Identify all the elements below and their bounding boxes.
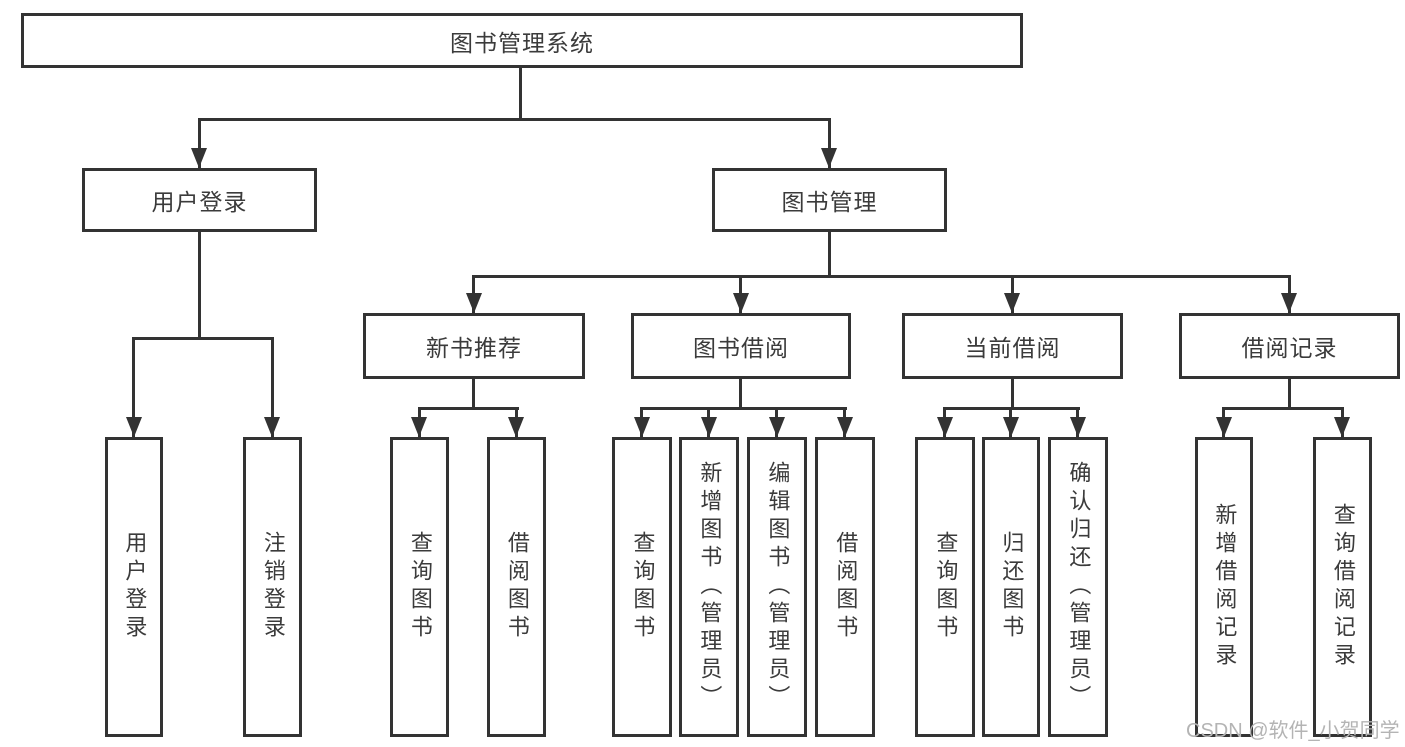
node-current-borrow-label: 当前借阅 <box>964 335 1061 361</box>
arrowhead-leaf-br-query <box>1334 417 1350 437</box>
leaf-logout: 注销登录 <box>243 437 302 737</box>
arrowhead-user-login <box>191 148 207 168</box>
arrowhead-leaf-user-login <box>126 417 142 437</box>
arrowhead-leaf-bb-borrow <box>837 417 853 437</box>
leaf-user-login: 用户登录 <box>105 437 163 737</box>
node-book-management: 图书管理 <box>712 168 947 232</box>
arrowhead-leaf-logout <box>264 417 280 437</box>
connector-book-management-rail <box>472 275 1291 278</box>
node-borrow-record-label: 借阅记录 <box>1241 335 1338 361</box>
connector-nbr-stem <box>472 379 475 407</box>
leaf-br-query-record: 查询借阅记录 <box>1313 437 1372 737</box>
connector-br-rail <box>1222 407 1344 410</box>
node-borrow-record: 借阅记录 <box>1179 313 1400 379</box>
node-root: 图书管理系统 <box>21 13 1023 68</box>
leaf-br-query-record-label: 查询借阅记录 <box>1330 503 1356 671</box>
leaf-br-add-record-label: 新增借阅记录 <box>1212 503 1238 671</box>
leaf-br-add-record: 新增借阅记录 <box>1195 437 1253 737</box>
connector-root-rail <box>198 118 831 121</box>
leaf-cb-confirm-return-admin: 确认归还（管理员） <box>1048 437 1108 737</box>
leaf-bb-add-books-admin-label: 新增图书（管理员） <box>697 461 723 713</box>
connector-to-leaf-logout <box>271 337 274 437</box>
arrowhead-borrow-record <box>1281 293 1297 313</box>
connector-book-management-stem <box>828 232 831 275</box>
connector-bb-stem <box>739 379 742 407</box>
connector-root-to-user-login <box>198 118 201 168</box>
leaf-cb-query-books: 查询图书 <box>915 437 975 737</box>
connector-nbr-rail <box>418 407 519 410</box>
connector-root-stem <box>519 68 522 118</box>
watermark-text: CSDN @软件_小贺同学 <box>1186 720 1400 742</box>
arrowhead-book-borrow <box>733 293 749 313</box>
leaf-bb-query-books-label: 查询图书 <box>630 531 656 643</box>
leaf-bb-borrow-books: 借阅图书 <box>815 437 875 737</box>
leaf-nbr-query-books: 查询图书 <box>390 437 449 737</box>
node-new-book-recommend-label: 新书推荐 <box>426 335 522 361</box>
connector-user-login-stem <box>198 232 201 337</box>
arrowhead-leaf-nbr-query <box>411 417 427 437</box>
leaf-user-login-label: 用户登录 <box>122 531 148 643</box>
connector-bb-rail <box>640 407 847 410</box>
arrowhead-book-management <box>821 148 837 168</box>
arrowhead-leaf-bb-edit <box>769 417 785 437</box>
connector-cb-stem <box>1011 379 1014 407</box>
arrowhead-leaf-br-add <box>1216 417 1232 437</box>
leaf-logout-label: 注销登录 <box>260 531 286 643</box>
connector-to-leaf-user-login <box>132 337 135 437</box>
connector-br-stem <box>1288 379 1291 407</box>
arrowhead-leaf-cb-query <box>937 417 953 437</box>
node-user-login: 用户登录 <box>82 168 317 232</box>
connector-root-to-book-management <box>828 118 831 168</box>
leaf-cb-return-books: 归还图书 <box>982 437 1040 737</box>
leaf-bb-edit-books-admin: 编辑图书（管理员） <box>747 437 807 737</box>
arrowhead-leaf-cb-return <box>1003 417 1019 437</box>
node-user-login-label: 用户登录 <box>151 189 248 215</box>
leaf-cb-query-books-label: 查询图书 <box>933 531 959 643</box>
leaf-bb-add-books-admin: 新增图书（管理员） <box>679 437 739 737</box>
leaf-bb-edit-books-admin-label: 编辑图书（管理员） <box>765 461 791 713</box>
leaf-nbr-query-books-label: 查询图书 <box>407 531 433 643</box>
leaf-bb-query-books: 查询图书 <box>612 437 672 737</box>
node-book-borrow: 图书借阅 <box>631 313 851 379</box>
node-book-management-label: 图书管理 <box>781 189 878 215</box>
leaf-nbr-borrow-books: 借阅图书 <box>487 437 546 737</box>
leaf-cb-return-books-label: 归还图书 <box>999 531 1025 643</box>
leaf-nbr-borrow-books-label: 借阅图书 <box>504 531 530 643</box>
connector-user-login-rail <box>132 337 274 340</box>
node-current-borrow: 当前借阅 <box>902 313 1123 379</box>
arrowhead-leaf-cb-confirm <box>1070 417 1086 437</box>
leaf-cb-confirm-return-admin-label: 确认归还（管理员） <box>1066 461 1092 713</box>
arrowhead-new-book-recommend <box>466 293 482 313</box>
node-new-book-recommend: 新书推荐 <box>363 313 585 379</box>
arrowhead-leaf-nbr-borrow <box>508 417 524 437</box>
node-book-borrow-label: 图书借阅 <box>693 335 789 361</box>
leaf-bb-borrow-books-label: 借阅图书 <box>833 531 859 643</box>
arrowhead-current-borrow <box>1004 293 1020 313</box>
node-root-label: 图书管理系统 <box>450 29 594 56</box>
arrowhead-leaf-bb-add <box>701 417 717 437</box>
arrowhead-leaf-bb-query <box>634 417 650 437</box>
